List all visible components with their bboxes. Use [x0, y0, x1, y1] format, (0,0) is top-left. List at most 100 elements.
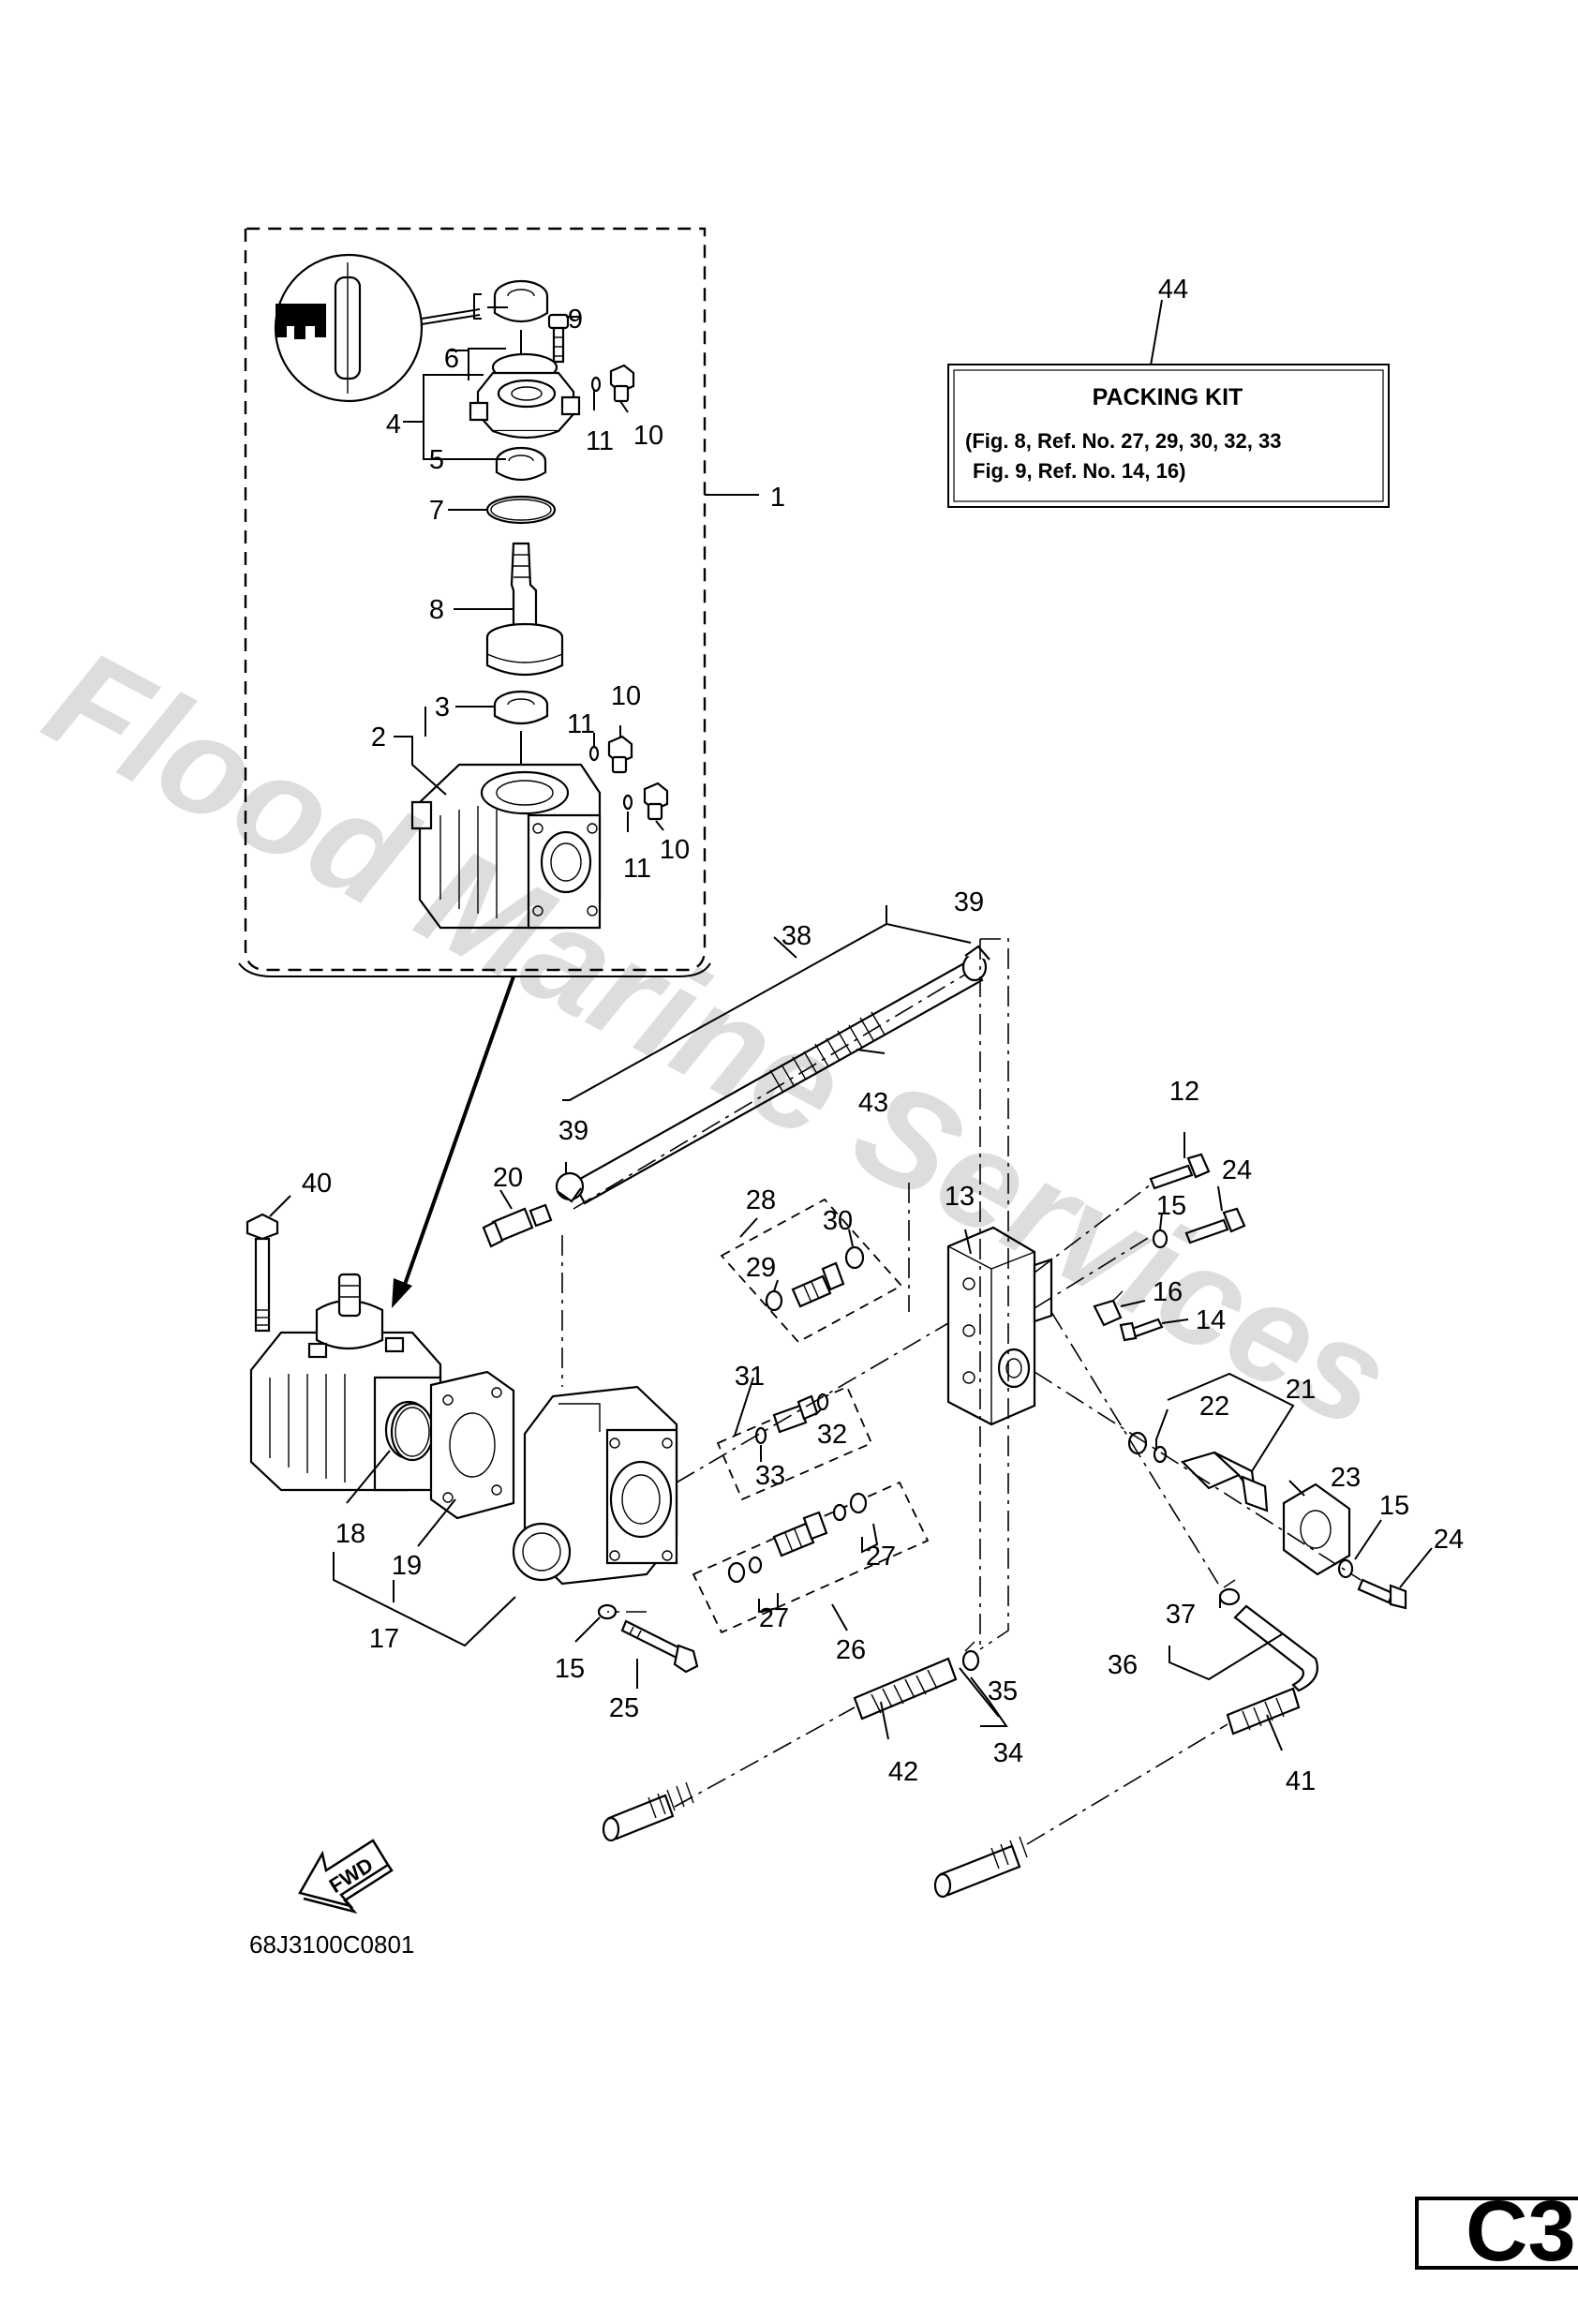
pump-body-part-2	[410, 763, 602, 930]
callout-c17: 17	[369, 1624, 399, 1654]
callout-c16: 16	[1153, 1277, 1183, 1307]
valve-part-26	[772, 1511, 828, 1557]
leader-lines	[269, 299, 1433, 1751]
callout-c25: 25	[609, 1693, 639, 1723]
callout-c10c: 10	[660, 835, 690, 865]
o-ring-part-27-right	[832, 1492, 868, 1522]
callout-c28: 28	[746, 1185, 776, 1215]
callout-c35: 35	[988, 1676, 1018, 1706]
callout-c2: 2	[371, 723, 386, 752]
callout-c1: 1	[770, 483, 785, 513]
valve-block-part-13	[946, 1226, 1053, 1426]
pump-housing-part-4	[469, 352, 581, 439]
clamp-part-39-left	[555, 1171, 585, 1203]
packing-kit-box: PACKING KIT (Fig. 8, Ref. No. 27, 29, 30…	[947, 364, 1390, 508]
bolt-part-24-bottom	[1357, 1578, 1407, 1610]
o-ring-part-18	[390, 1402, 435, 1462]
o-ring-part-30	[844, 1245, 865, 1270]
bolt-part-12	[1149, 1153, 1211, 1190]
callout-c29: 29	[746, 1253, 776, 1283]
callout-c33: 33	[755, 1461, 785, 1491]
callout-c22: 22	[1199, 1392, 1229, 1422]
callout-c39a: 39	[954, 887, 984, 917]
group-28-outline	[720, 1198, 903, 1344]
page-code: C3	[1466, 2183, 1576, 2279]
page-code-box: C3	[1415, 2183, 1578, 2279]
callout-c10b: 10	[611, 681, 641, 711]
clip-part-16	[1093, 1290, 1124, 1327]
callout-c24a: 24	[1222, 1155, 1252, 1185]
washer-part-15-top	[1152, 1229, 1169, 1249]
hose-part-42	[602, 1657, 958, 1842]
bolt-part-9	[547, 313, 570, 364]
callout-c11a: 11	[586, 426, 614, 456]
fitting-part-20	[482, 1203, 553, 1248]
callout-c27a: 27	[759, 1603, 789, 1633]
callout-c13: 13	[945, 1182, 975, 1212]
long-bolt-part-40	[246, 1213, 279, 1333]
bolt-part-25	[620, 1619, 699, 1674]
screw-part-14	[1119, 1318, 1164, 1342]
bearing-part-3	[493, 690, 549, 725]
packing-kit-line-2: Fig. 9, Ref. No. 14, 16)	[973, 459, 1185, 483]
sensor-part-21	[1180, 1451, 1269, 1512]
o-ring-part-11-mid	[588, 745, 600, 762]
callout-c15b: 15	[555, 1654, 585, 1684]
diagram-code: 68J3100C0801	[249, 1930, 414, 1959]
callout-c24b: 24	[1434, 1525, 1464, 1555]
callout-c38: 38	[782, 921, 811, 951]
bearing-part-5	[495, 446, 547, 482]
valve-part-28	[791, 1261, 845, 1308]
callout-c7: 7	[429, 496, 444, 526]
callout-c19: 19	[392, 1551, 422, 1581]
callout-c23: 23	[1331, 1463, 1361, 1493]
hose-part-41	[933, 1604, 1318, 1899]
callout-c8: 8	[429, 595, 444, 625]
callout-c18: 18	[335, 1519, 365, 1549]
callout-c5: 5	[429, 445, 444, 475]
callout-labels: 1234567891010101111111213141515151617181…	[302, 305, 1464, 1796]
o-ring-part-7	[485, 495, 557, 525]
screw-part-10-top	[609, 364, 635, 403]
flange-part-23	[1282, 1482, 1351, 1576]
callout-c43: 43	[858, 1088, 888, 1118]
bolt-part-24-top	[1184, 1207, 1246, 1244]
packing-kit-title: PACKING KIT	[1093, 384, 1243, 410]
group-31-outline	[716, 1385, 873, 1501]
callout-c31: 31	[735, 1362, 765, 1392]
callout-c36: 36	[1108, 1650, 1138, 1680]
assembly-1-detail-box	[238, 227, 711, 977]
callout-c20: 20	[493, 1163, 523, 1193]
callout-c14: 14	[1196, 1305, 1226, 1335]
fwd-arrow-icon: FWD	[298, 1839, 394, 1914]
assembly-center-lines	[561, 938, 1362, 1650]
seal-detail-magnifier	[274, 253, 482, 403]
clamp-part-35	[961, 1641, 980, 1672]
shaft-part-8	[485, 542, 564, 677]
callout-c26: 26	[836, 1635, 866, 1665]
group-26-outline	[692, 1481, 930, 1634]
o-ring-part-27-left	[727, 1556, 763, 1584]
callout-c39b: 39	[558, 1116, 588, 1146]
hose-part-43	[572, 958, 984, 1205]
callout-c32: 32	[817, 1420, 847, 1450]
clamp-part-39-right	[961, 945, 990, 982]
valve-part-31	[772, 1394, 819, 1434]
callout-c9: 9	[568, 305, 583, 335]
pump-assembly-part-17	[512, 1385, 678, 1586]
clamp-part-37	[1218, 1579, 1241, 1606]
callout-c11c: 11	[623, 854, 651, 884]
callout-c21: 21	[1286, 1375, 1316, 1405]
callout-c10a: 10	[633, 421, 663, 451]
callout-c11b: 11	[567, 709, 595, 739]
o-ring-part-29	[765, 1289, 783, 1312]
callout-c6: 6	[444, 344, 459, 374]
callout-c34: 34	[993, 1738, 1023, 1768]
washer-part-15-right	[1337, 1558, 1354, 1579]
callout-c12: 12	[1169, 1077, 1199, 1107]
callout-c37: 37	[1166, 1600, 1196, 1630]
callout-c40: 40	[302, 1169, 332, 1199]
o-ring-part-11-low	[622, 794, 633, 811]
callout-c3: 3	[435, 693, 450, 723]
